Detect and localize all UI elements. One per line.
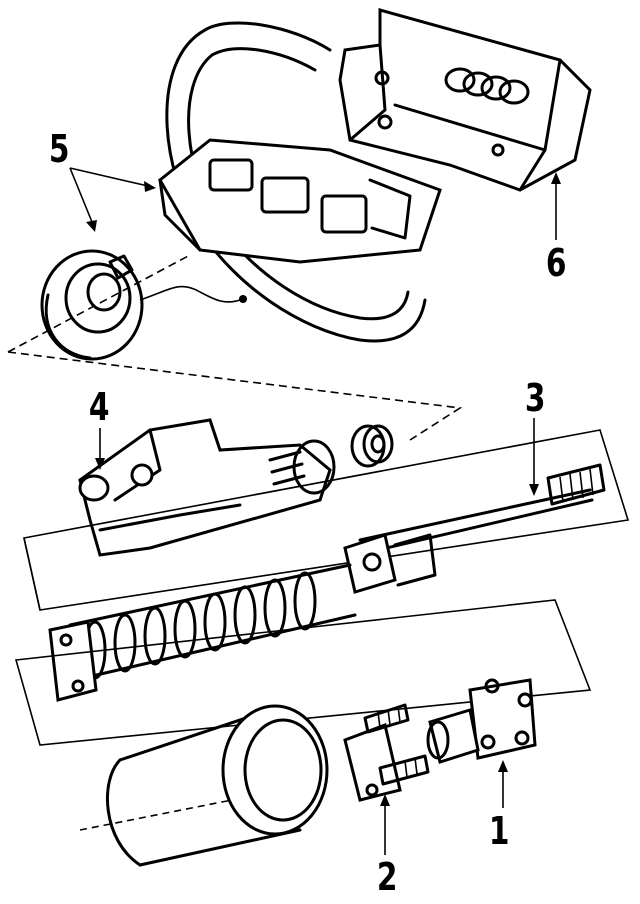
steering-shaft-assembly [23,429,630,702]
callout-1: 1 [488,809,510,853]
callout-5: 5 [48,127,70,171]
callout-6: 6 [545,241,567,285]
four-rings-emblem [444,67,530,105]
lower-joint [426,678,537,764]
coupling-flange [343,703,430,802]
corrugations [83,571,317,680]
horn-contact-ring [40,249,247,361]
column-switch-housing [78,418,336,557]
callout-2: 2 [376,855,398,899]
steering-wheel [158,21,442,343]
leader-lines [69,167,561,855]
callout-4: 4 [88,385,110,429]
lower-column-tube [79,704,329,867]
upper-bushing [350,424,394,468]
horn-pad-cover [338,8,592,192]
callout-3: 3 [524,376,546,420]
